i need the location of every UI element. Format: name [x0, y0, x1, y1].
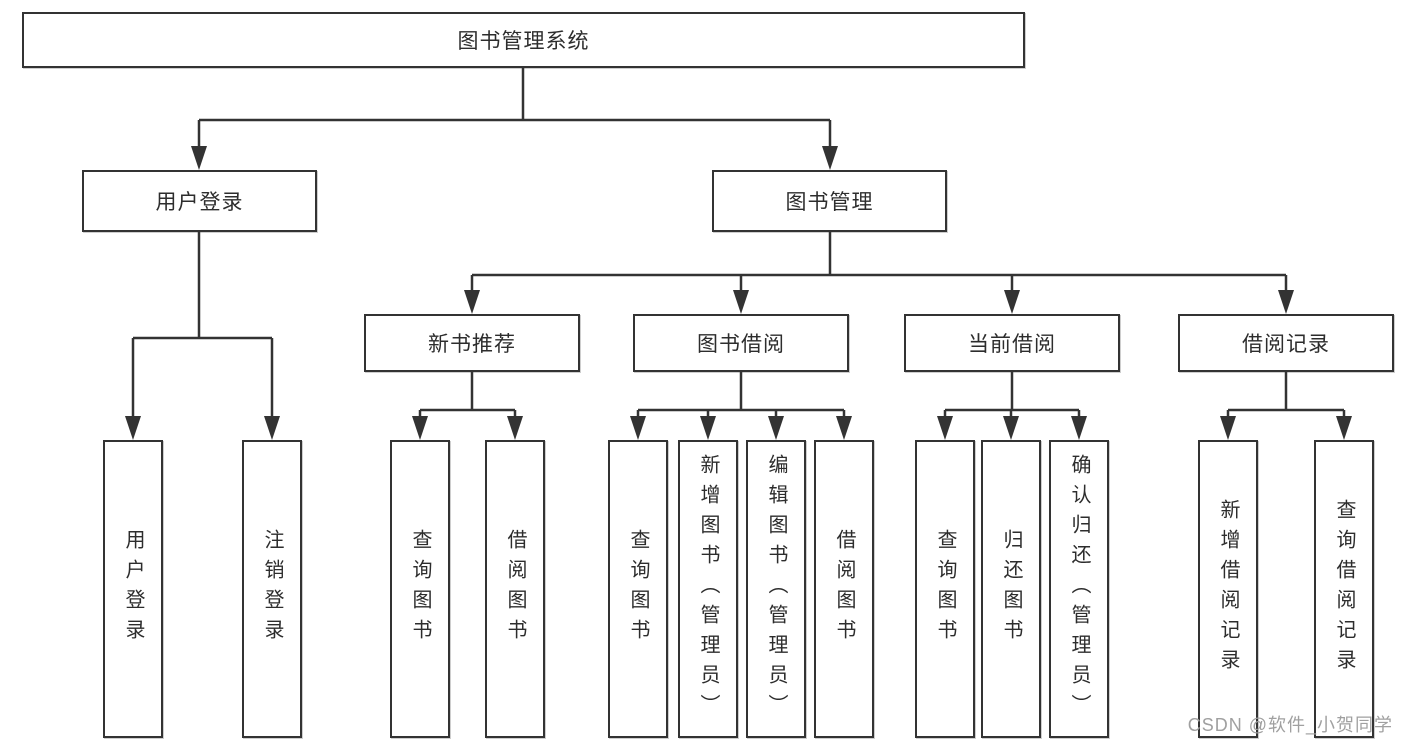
leaf-br-add-record: 新增借阅记录 [1198, 440, 1258, 738]
leaf-logout-login-label: 注销登录 [261, 529, 283, 649]
leaf-user-login: 用户登录 [103, 440, 163, 738]
leaf-br-query-record-label: 查询借阅记录 [1333, 499, 1355, 679]
node-user-login: 用户登录 [82, 170, 317, 232]
leaf-bb-add-books-admin: 新增图书（管理员） [678, 440, 738, 738]
leaf-br-add-record-label: 新增借阅记录 [1217, 499, 1239, 679]
csdn-watermark: CSDN @软件_小贺同学 [1187, 715, 1393, 735]
leaf-cb-confirm-return-admin-label: 确认归还（管理员） [1068, 454, 1090, 724]
node-library-management-system: 图书管理系统 [22, 12, 1025, 68]
leaf-bb-query-books: 查询图书 [608, 440, 668, 738]
leaf-user-login-label: 用户登录 [122, 529, 144, 649]
node-borrow-records: 借阅记录 [1178, 314, 1394, 372]
leaf-nb-query-books: 查询图书 [390, 440, 450, 738]
leaf-bb-borrow-books: 借阅图书 [814, 440, 874, 738]
leaf-cb-return-books-label: 归还图书 [1000, 529, 1022, 649]
leaf-nb-borrow-books: 借阅图书 [485, 440, 545, 738]
leaf-nb-query-books-label: 查询图书 [409, 529, 431, 649]
leaf-nb-borrow-books-label: 借阅图书 [504, 529, 526, 649]
leaf-cb-query-books-label: 查询图书 [934, 529, 956, 649]
leaf-cb-return-books: 归还图书 [981, 440, 1041, 738]
leaf-bb-edit-books-admin-label: 编辑图书（管理员） [765, 454, 787, 724]
node-new-book-recommend: 新书推荐 [364, 314, 580, 372]
leaf-cb-query-books: 查询图书 [915, 440, 975, 738]
leaf-br-query-record: 查询借阅记录 [1314, 440, 1374, 738]
node-book-management: 图书管理 [712, 170, 947, 232]
leaf-bb-add-books-admin-label: 新增图书（管理员） [697, 454, 719, 724]
leaf-cb-confirm-return-admin: 确认归还（管理员） [1049, 440, 1109, 738]
leaf-bb-query-books-label: 查询图书 [627, 529, 649, 649]
leaf-logout-login: 注销登录 [242, 440, 302, 738]
node-current-borrow: 当前借阅 [904, 314, 1120, 372]
leaf-bb-borrow-books-label: 借阅图书 [833, 529, 855, 649]
leaf-bb-edit-books-admin: 编辑图书（管理员） [746, 440, 806, 738]
node-book-borrow: 图书借阅 [633, 314, 849, 372]
